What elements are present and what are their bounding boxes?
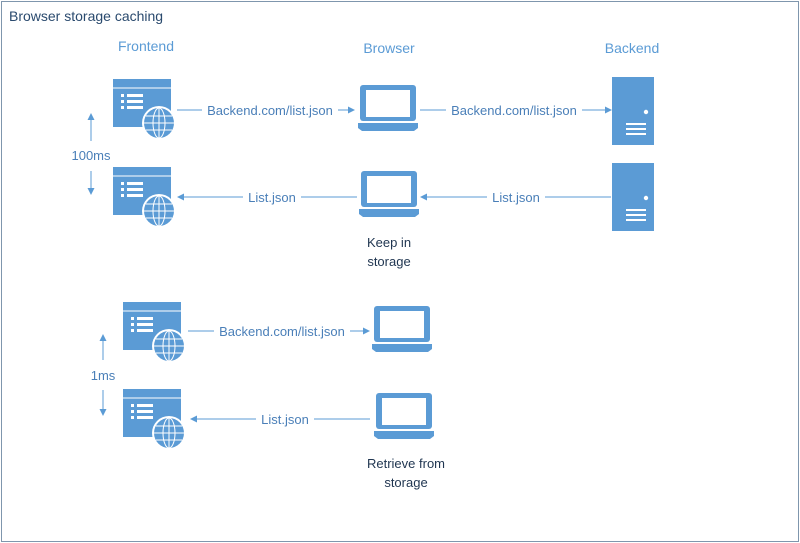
edge-label-response-browser: List.json: [248, 190, 296, 205]
note-retrieve-from-storage-line1: Retrieve from: [367, 456, 445, 471]
edge-response-backend-browser: List.json: [420, 188, 611, 206]
edge-label-request-forward: Backend.com/list.json: [451, 103, 577, 118]
server-icon: [612, 163, 654, 231]
edge-request-frontend-browser-cached: Backend.com/list.json: [188, 322, 370, 340]
laptop-icon: [358, 85, 418, 131]
web-app-icon: [122, 301, 187, 364]
web-app-icon: [112, 166, 177, 229]
timing-label-second: 1ms: [91, 368, 116, 383]
column-header-frontend: Frontend: [118, 38, 174, 54]
timing-arrow-second: 1ms: [91, 334, 116, 416]
laptop-icon: [372, 306, 432, 352]
edge-response-browser-frontend-cached: List.json: [190, 410, 370, 428]
edge-response-browser-frontend: List.json: [177, 188, 357, 206]
web-app-icon: [112, 78, 177, 141]
edge-request-frontend-browser: Backend.com/list.json: [177, 101, 355, 119]
edge-request-browser-backend: Backend.com/list.json: [420, 101, 612, 119]
laptop-icon: [359, 171, 419, 217]
timing-arrow-first: 100ms: [71, 113, 111, 195]
timing-label-first: 100ms: [71, 148, 111, 163]
diagram-title: Browser storage caching: [9, 8, 163, 24]
note-keep-in-storage-line2: storage: [367, 254, 410, 269]
laptop-icon: [374, 393, 434, 439]
server-icon: [612, 77, 654, 145]
note-keep-in-storage-line1: Keep in: [367, 235, 411, 250]
edge-label-response-cached: List.json: [261, 412, 309, 427]
column-header-backend: Backend: [605, 40, 659, 56]
edge-label-request: Backend.com/list.json: [207, 103, 333, 118]
note-retrieve-from-storage-line2: storage: [384, 475, 427, 490]
web-app-icon: [122, 388, 187, 451]
edge-label-response-backend: List.json: [492, 190, 540, 205]
column-header-browser: Browser: [363, 40, 415, 56]
edge-label-request-cached: Backend.com/list.json: [219, 324, 345, 339]
